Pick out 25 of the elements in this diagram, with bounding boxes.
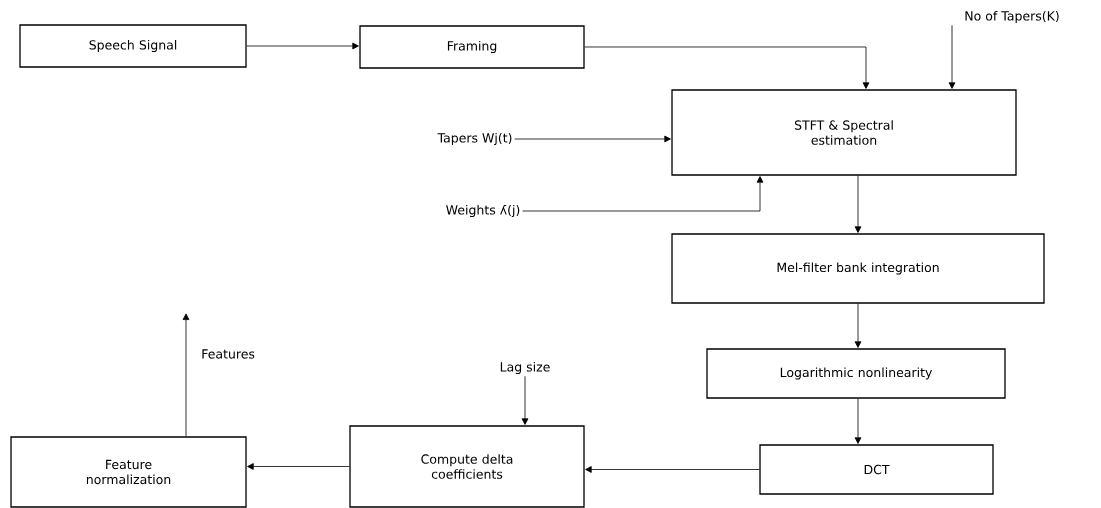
arrow	[521, 375, 529, 425]
arrow	[854, 175, 862, 233]
arrow	[246, 42, 359, 50]
input-label: Lag size	[500, 361, 550, 375]
arrow	[948, 24, 956, 89]
arrow	[854, 303, 862, 348]
process-box: Compute delta coefficients	[349, 425, 585, 508]
process-box: Logarithmic nonlinearity	[706, 348, 1006, 399]
arrow	[522, 176, 764, 212]
input-label: No of Tapers(K)	[965, 10, 1059, 24]
process-box: DCT	[759, 444, 994, 495]
process-box: Framing	[359, 25, 585, 69]
process-box: Feature normalization	[10, 436, 247, 508]
arrow	[247, 463, 350, 470]
arrow	[854, 398, 862, 444]
arrow	[584, 46, 870, 89]
input-label: Weights ʎ(j)	[446, 204, 520, 218]
process-box: Speech Signal	[19, 24, 247, 68]
arrow	[514, 135, 671, 143]
input-label: Tapers Wj(t)	[437, 132, 512, 146]
arrow	[182, 313, 190, 437]
process-box: STFT & Spectral estimation	[671, 89, 1017, 176]
arrow	[585, 466, 760, 473]
process-box: Mel-filter bank integration	[671, 233, 1045, 304]
edge-label: Features	[200, 348, 256, 360]
